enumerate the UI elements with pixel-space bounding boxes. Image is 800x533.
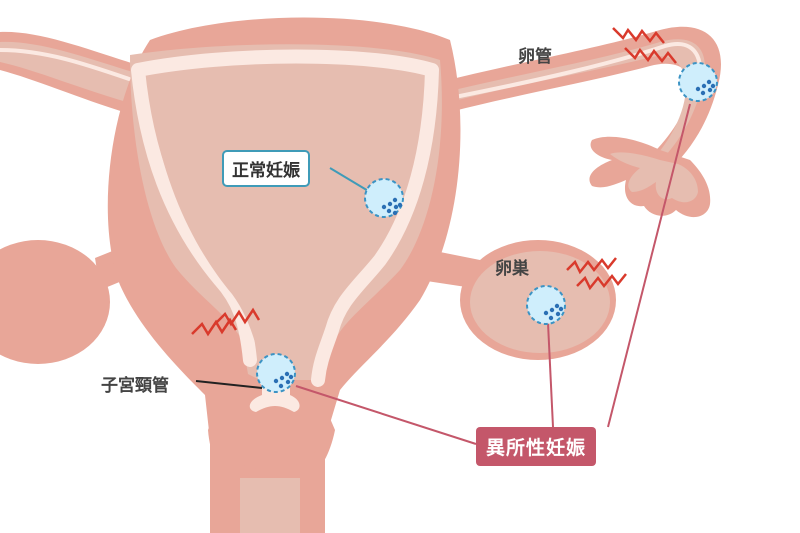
embryo-icon (364, 178, 404, 218)
label-ectopic-pregnancy: 異所性妊娠 (476, 427, 597, 466)
right-fallopian-tube (440, 26, 721, 172)
embryo-icon (256, 353, 296, 393)
leader-line-tube (607, 103, 691, 428)
label-ovary: 卵巣 (495, 259, 529, 279)
embryo-icon (526, 285, 566, 325)
inner-cavity (148, 66, 424, 372)
leader-line-cervical (195, 380, 263, 389)
left-ovary (0, 240, 110, 364)
pain-zigzag-icon (191, 27, 677, 337)
leader-line-ovary (547, 322, 554, 428)
cervix (208, 383, 335, 478)
label-fallopian-tube: 卵管 (518, 47, 552, 67)
leader-line-cervix (295, 385, 477, 445)
leader-line-normal (329, 167, 371, 193)
right-tube-inner (446, 39, 705, 162)
label-cervical-canal: 子宮頸管 (101, 376, 169, 396)
embryo-icon (678, 62, 718, 102)
label-normal-pregnancy: 正常妊娠 (222, 150, 310, 187)
fimbriae-inner (610, 152, 698, 203)
vagina-inner (240, 478, 300, 533)
